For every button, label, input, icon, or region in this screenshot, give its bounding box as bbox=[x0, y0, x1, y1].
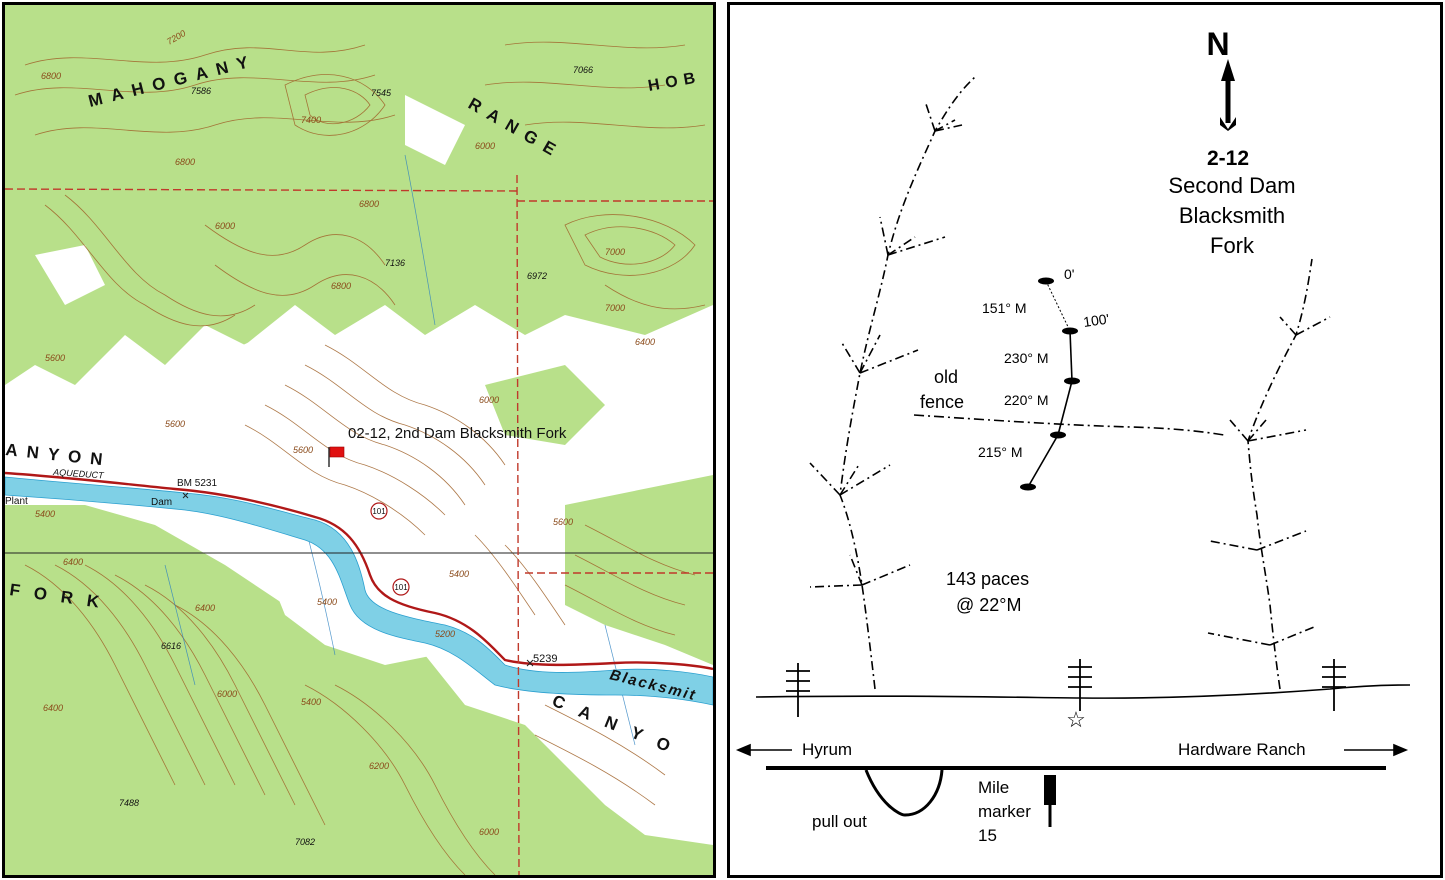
contour-label: 6400 bbox=[195, 603, 215, 613]
label-dam: Dam bbox=[151, 497, 172, 508]
transect-markers bbox=[1020, 277, 1080, 491]
label-bm: BM 5231 bbox=[177, 478, 217, 489]
north-label: N bbox=[1206, 26, 1229, 62]
sketch-canvas: N 2-12 Second Dam Blacksmith Fork bbox=[735, 26, 1411, 845]
bearing-label-2: 230° M bbox=[1004, 350, 1049, 366]
old-fence-label-1: old bbox=[934, 367, 958, 387]
transect-marker-0 bbox=[1038, 277, 1054, 285]
site-title: 2-12 Second Dam Blacksmith Fork bbox=[1168, 147, 1295, 258]
site-id: 2-12 bbox=[1207, 147, 1249, 170]
contour-label: 5400 bbox=[449, 569, 469, 579]
bearing-label-3: 220° M bbox=[1004, 392, 1049, 408]
contour-label: 5600 bbox=[293, 445, 313, 455]
paces-label-1: 143 paces bbox=[946, 569, 1029, 589]
mile-marker-label-2: marker bbox=[978, 802, 1031, 821]
label-aqueduct: AQUEDUCT bbox=[52, 467, 106, 481]
contour-label: 6800 bbox=[175, 157, 195, 167]
contour-label: 5600 bbox=[165, 419, 185, 429]
transect-line bbox=[1027, 280, 1073, 488]
transect-start-label: 0' bbox=[1064, 266, 1074, 282]
spot-elev-7586: 7586 bbox=[191, 86, 211, 96]
contour-lines bbox=[14, 41, 706, 875]
contour-label: 6000 bbox=[215, 221, 235, 231]
spot-elev-7488: 7488 bbox=[119, 798, 139, 808]
topographic-map: MAHOGANY RANGE HOB ANYON AQUEDUCT FORK D… bbox=[2, 2, 716, 878]
contour-label: 6800 bbox=[359, 199, 379, 209]
transect-marker-200 bbox=[1064, 377, 1080, 385]
spot-elev-7066: 7066 bbox=[573, 65, 593, 75]
route-shield-b: 101 bbox=[392, 578, 410, 596]
contour-label: 5400 bbox=[317, 597, 337, 607]
open-terrain-patches bbox=[35, 95, 705, 795]
contour-label: 5600 bbox=[553, 517, 573, 527]
contour-label: 6000 bbox=[479, 827, 499, 837]
route-shield-b-label: 101 bbox=[394, 583, 408, 592]
contour-label: 6800 bbox=[331, 281, 351, 291]
power-pole-icon bbox=[1068, 659, 1092, 711]
star-marker-icon: ☆ bbox=[1066, 707, 1086, 732]
contour-label: 5400 bbox=[35, 509, 55, 519]
contour-label: 6400 bbox=[63, 557, 83, 567]
contour-label: 5400 bbox=[301, 697, 321, 707]
topo-map-canvas: MAHOGANY RANGE HOB ANYON AQUEDUCT FORK D… bbox=[5, 5, 713, 875]
hardware-ranch-label: Hardware Ranch bbox=[1178, 740, 1306, 759]
power-pole-icon bbox=[1322, 659, 1346, 711]
contour-label: 6400 bbox=[43, 703, 63, 713]
route-shield-a: 101 bbox=[370, 502, 388, 520]
site-sketch: N 2-12 Second Dam Blacksmith Fork bbox=[727, 2, 1443, 878]
highway-road bbox=[5, 471, 713, 671]
contour-label: 5200 bbox=[435, 629, 455, 639]
transect-100-label: 100' bbox=[1082, 311, 1110, 330]
spot-elev-7082: 7082 bbox=[295, 837, 315, 847]
contour-label: 7400 bbox=[301, 115, 321, 125]
direction-arrows bbox=[735, 743, 1409, 757]
site-name-line-3: Fork bbox=[1210, 233, 1255, 258]
north-arrow-icon bbox=[1220, 59, 1236, 131]
spot-elev-7545: 7545 bbox=[371, 88, 392, 98]
vegetation-areas bbox=[5, 5, 713, 875]
transect-marker-300 bbox=[1050, 431, 1066, 439]
label-spot-5239: 5239 bbox=[533, 653, 557, 665]
transect-marker-400 bbox=[1020, 483, 1036, 491]
paces-label-2: @ 22°M bbox=[956, 595, 1022, 615]
blacksmith-fork-river bbox=[5, 476, 713, 706]
site-name-line-2: Blacksmith bbox=[1179, 203, 1285, 228]
transect-marker-100 bbox=[1062, 327, 1078, 335]
contour-label: 6200 bbox=[369, 761, 389, 771]
grid-lines bbox=[5, 174, 713, 875]
contour-label: 6000 bbox=[217, 689, 237, 699]
spot-elevations: 7586 7545 7066 7136 6972 6616 7488 7082 bbox=[119, 65, 593, 847]
site-flag-icon bbox=[328, 446, 345, 467]
site-label: 02-12, 2nd Dam Blacksmith Fork bbox=[348, 425, 567, 442]
old-fence-line bbox=[913, 414, 1225, 436]
pullout-label: pull out bbox=[812, 812, 867, 831]
contour-label: 6800 bbox=[41, 71, 61, 81]
spot-elev-6972: 6972 bbox=[527, 271, 547, 281]
tree-symbols bbox=[809, 76, 1331, 690]
old-fence-label-2: fence bbox=[920, 392, 964, 412]
pullout-shape bbox=[864, 769, 944, 817]
label-plant: Plant bbox=[5, 496, 28, 507]
hyrum-label: Hyrum bbox=[802, 740, 852, 759]
mile-marker-icon bbox=[1044, 775, 1056, 827]
spot-elev-6616: 6616 bbox=[161, 641, 181, 651]
contour-label: 6000 bbox=[475, 141, 495, 151]
contour-label: 6000 bbox=[479, 395, 499, 405]
contour-label: 7000 bbox=[605, 303, 625, 313]
spot-elev-7136: 7136 bbox=[385, 258, 405, 268]
power-line bbox=[755, 684, 1411, 699]
spot-markers bbox=[182, 492, 534, 667]
contour-index-labels: 6800 7200 7400 6800 6000 5600 6800 7000 … bbox=[35, 28, 655, 837]
mile-marker-label-1: Mile bbox=[978, 778, 1009, 797]
contour-label: 5600 bbox=[45, 353, 65, 363]
power-pole-icon bbox=[786, 663, 810, 717]
bearing-label-4: 215° M bbox=[978, 444, 1023, 460]
site-name-line-1: Second Dam bbox=[1168, 173, 1295, 198]
bearing-label-1: 151° M bbox=[982, 300, 1027, 316]
contour-label: 6400 bbox=[635, 337, 655, 347]
contour-label: 7000 bbox=[605, 247, 625, 257]
route-shield-a-label: 101 bbox=[372, 507, 386, 516]
mile-marker-label-3: 15 bbox=[978, 826, 997, 845]
